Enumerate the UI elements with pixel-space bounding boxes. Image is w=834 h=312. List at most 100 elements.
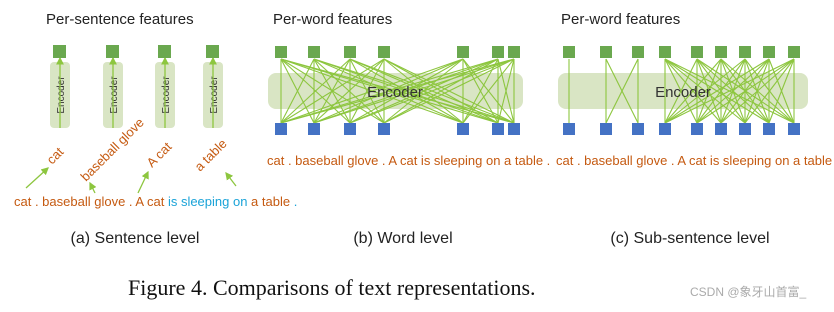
panel-b-link: [280, 58, 385, 124]
panel-c-input-token: [632, 123, 644, 135]
panel-a-feature-token-1: [53, 45, 66, 58]
panel-c-feature-token: [788, 46, 800, 58]
panel-b-sentence: cat . baseball glove . A cat is sleeping…: [267, 153, 550, 168]
panel-c-input-token: [600, 123, 612, 135]
panel-c-feature-token: [659, 46, 671, 58]
panel-b-link: [462, 58, 515, 124]
panel-a-feature-token-3: [158, 45, 171, 58]
panel-b-link: [280, 58, 351, 124]
panel-b-feature-token: [344, 46, 356, 58]
panel-word-level: Per-word features Encoder cat . baseball…: [267, 11, 550, 247]
panel-b-input-token: [457, 123, 469, 135]
panel-b-feature-token: [275, 46, 287, 58]
panel-a-encoder-label-3: Encoder: [161, 76, 172, 114]
panel-a-sentence: cat . baseball glove . A cat is sleeping…: [14, 194, 297, 209]
panel-c-feature-token: [563, 46, 575, 58]
panel-a-phrase-a-cat: A cat: [144, 139, 175, 170]
panel-c-link: [664, 58, 770, 124]
panel-a-phrase-a-table: a table: [192, 136, 230, 174]
panel-a-arrow-phrase-2: [89, 181, 97, 194]
panel-b-input-token: [275, 123, 287, 135]
panel-b-link: [349, 58, 515, 124]
panel-b-link: [313, 58, 499, 124]
panel-b-link: [313, 58, 385, 124]
panel-a-arrow-phrase-4: [225, 171, 237, 187]
watermark: CSDN @象牙山首富_: [690, 284, 807, 299]
panel-c-sentence: cat . baseball glove . A cat is sleeping…: [556, 153, 832, 168]
panel-c-link: [696, 58, 795, 124]
panel-b-link: [497, 58, 515, 124]
panel-sentence-level: Per-sentence features Encoder Encoder En…: [14, 11, 297, 247]
panel-c-link: [664, 58, 746, 124]
panel-b-header: Per-word features: [273, 11, 392, 28]
panel-a-encoder-label-1: Encoder: [56, 76, 67, 114]
panel-c-input-token: [715, 123, 727, 135]
panel-a-caption: (a) Sentence level: [71, 230, 200, 247]
panel-b-input-token: [378, 123, 390, 135]
panel-c-link: [664, 58, 722, 124]
panel-c-input-token: [739, 123, 751, 135]
panel-c-input-token: [763, 123, 775, 135]
panel-c-feature-token: [691, 46, 703, 58]
panel-sub-sentence-level: Per-word features Encoder cat . baseball…: [556, 11, 832, 247]
panel-a-phrase-cat: cat: [44, 144, 67, 167]
panel-b-feature-token: [308, 46, 320, 58]
panel-b-connections: [280, 58, 515, 124]
panel-a-header: Per-sentence features: [46, 11, 194, 28]
panel-a-sentence-part-4: .: [290, 194, 297, 209]
panel-c-input-token: [659, 123, 671, 135]
panel-b-input-token: [344, 123, 356, 135]
panel-c-input-token: [563, 123, 575, 135]
panel-b-feature-tokens: [275, 46, 520, 58]
panel-b-link: [383, 58, 515, 124]
panel-b-encoder-label: Encoder: [367, 84, 423, 101]
panel-c-link: [696, 58, 770, 124]
panel-c-link: [696, 58, 746, 124]
panel-c-connections: [568, 58, 795, 124]
panel-b-link: [313, 58, 515, 124]
panel-c-link: [664, 58, 698, 124]
panel-c-caption: (c) Sub-sentence level: [610, 230, 769, 247]
panel-c-feature-token: [600, 46, 612, 58]
panel-a-feature-token-2: [106, 45, 119, 58]
figure-caption: Figure 4. Comparisons of text representa…: [128, 275, 536, 300]
panel-c-feature-tokens: [563, 46, 800, 58]
panel-a-sentence-part-3: a table: [247, 194, 290, 209]
panel-c-input-token: [788, 123, 800, 135]
panel-c-input-token: [691, 123, 703, 135]
panel-a-arrow-phrase-1: [25, 167, 49, 189]
panel-c-link: [605, 58, 639, 124]
panel-c-link: [696, 58, 722, 124]
panel-c-encoder-label: Encoder: [655, 84, 711, 101]
panel-c-link: [768, 58, 795, 124]
panel-b-feature-token: [378, 46, 390, 58]
panel-a-sentence-part-2: is sleeping on: [168, 194, 248, 209]
panel-c-feature-token: [739, 46, 751, 58]
panel-b-input-token: [508, 123, 520, 135]
panel-b-link: [280, 58, 515, 124]
panel-a-arrow-phrase-3: [137, 170, 149, 194]
panel-c-feature-token: [763, 46, 775, 58]
panel-c-link: [720, 58, 795, 124]
panel-c-link: [744, 58, 795, 124]
panel-b-input-token: [308, 123, 320, 135]
panel-c-feature-token: [715, 46, 727, 58]
panel-b-link: [280, 58, 315, 124]
panel-b-link: [280, 58, 464, 124]
panel-b-caption: (b) Word level: [353, 230, 452, 247]
panel-b-input-token: [492, 123, 504, 135]
panel-c-input-tokens: [563, 123, 800, 135]
panel-b-link: [280, 58, 499, 124]
panel-b-link: [349, 58, 385, 124]
panel-a-sentence-part-1: cat . baseball glove . A cat: [14, 194, 168, 209]
panel-b-feature-token: [508, 46, 520, 58]
panel-a-encoder-label-4: Encoder: [209, 76, 220, 114]
panel-a-feature-token-4: [206, 45, 219, 58]
panel-c-link: [664, 58, 795, 124]
panel-b-feature-token: [457, 46, 469, 58]
panel-b-input-tokens: [275, 123, 520, 135]
panel-c-feature-token: [632, 46, 644, 58]
panel-c-header: Per-word features: [561, 11, 680, 28]
panel-b-feature-token: [492, 46, 504, 58]
